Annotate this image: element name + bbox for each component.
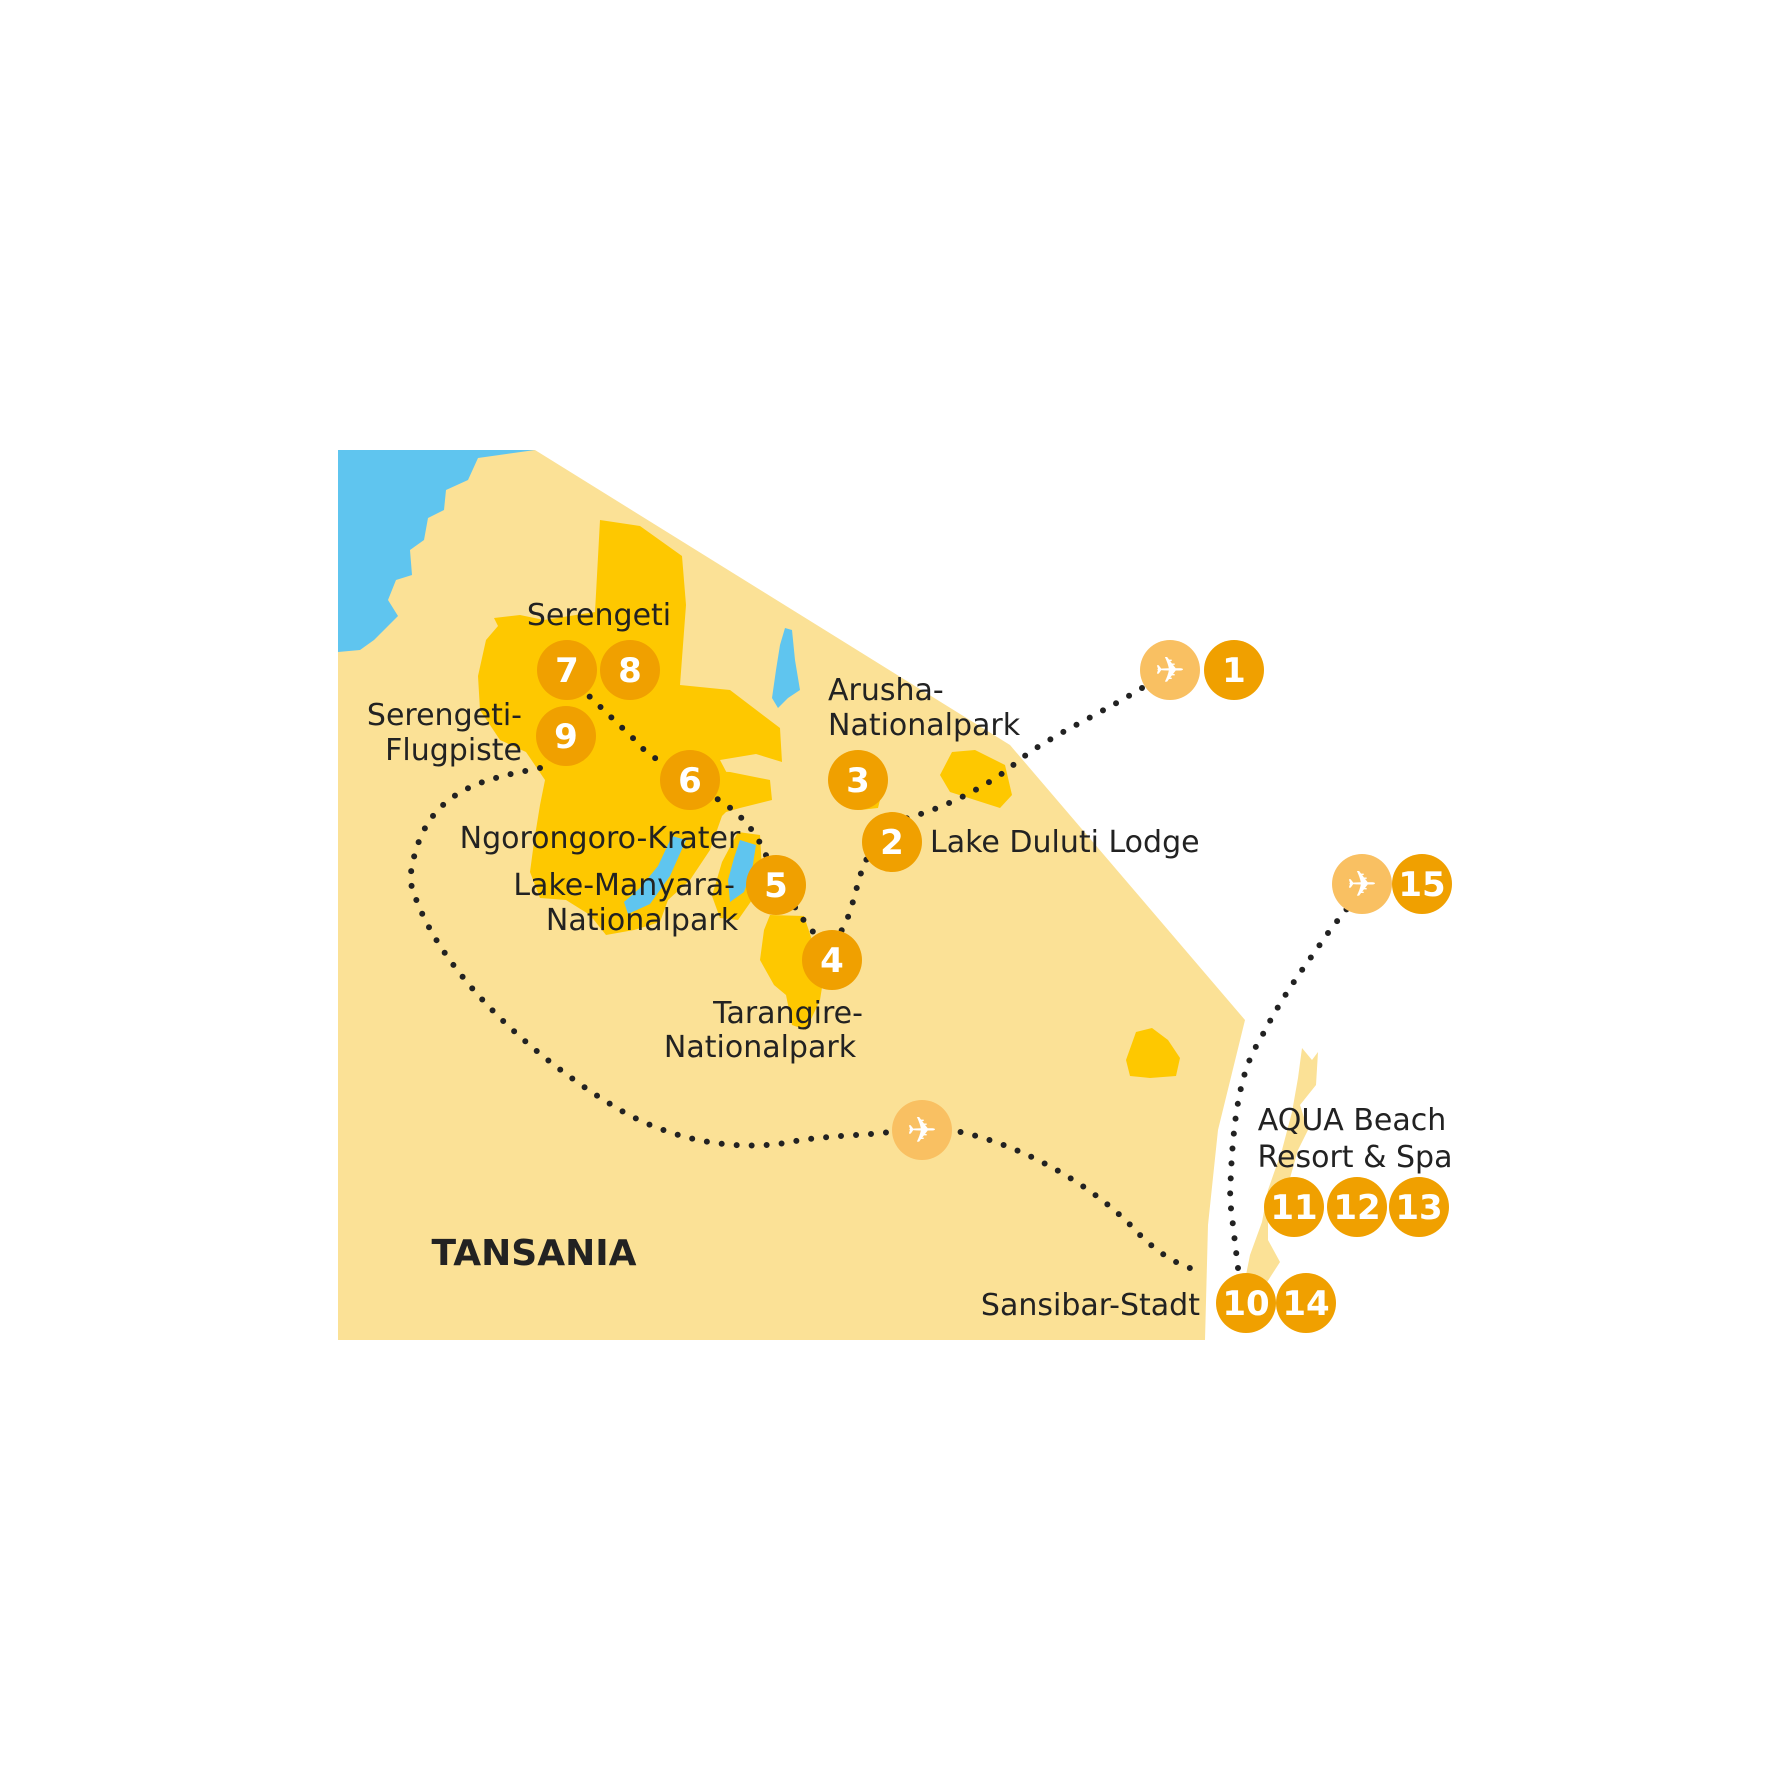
label-arusha-line2: Nationalpark xyxy=(828,708,1021,743)
label-tarangire-line1: Tarangire- xyxy=(712,996,863,1031)
stop-marker-3: 3 xyxy=(828,750,888,810)
stop-marker-6: 6 xyxy=(660,750,720,810)
airplane-icon: ✈ xyxy=(1155,651,1185,692)
stop-marker-13: 13 xyxy=(1389,1177,1449,1237)
svg-text:14: 14 xyxy=(1282,1284,1329,1324)
svg-text:1: 1 xyxy=(1222,651,1246,691)
svg-text:3: 3 xyxy=(846,761,870,801)
label-aqua-line2: Resort & Spa xyxy=(1258,1140,1453,1175)
label-ngorongoro: Ngorongoro-Krater xyxy=(460,821,741,856)
lake-manyara xyxy=(728,840,756,902)
stop-marker-12: 12 xyxy=(1327,1177,1387,1237)
svg-text:4: 4 xyxy=(820,941,844,981)
lake-victoria xyxy=(338,450,535,652)
stop-marker-14: 14 xyxy=(1276,1273,1336,1333)
label-manyara-line2: Nationalpark xyxy=(546,903,739,938)
mkomazi-park xyxy=(1126,1028,1180,1078)
route-departure xyxy=(1226,902,1353,1271)
stop-marker-10: 10 xyxy=(1216,1273,1276,1333)
svg-text:7: 7 xyxy=(555,651,579,691)
stop-marker-9: 9 xyxy=(536,706,596,766)
svg-text:12: 12 xyxy=(1333,1188,1380,1228)
svg-text:11: 11 xyxy=(1270,1188,1317,1228)
label-serengeti-flugpiste-line1: Serengeti- xyxy=(367,698,522,733)
label-aqua-line1: AQUA Beach xyxy=(1258,1103,1447,1138)
label-serengeti: Serengeti xyxy=(527,598,671,633)
airplane-icon: ✈ xyxy=(1347,865,1377,906)
stop-marker-2: 2 xyxy=(862,812,922,872)
plane-marker-flight: ✈ xyxy=(892,1100,952,1160)
label-lake-duluti: Lake Duluti Lodge xyxy=(930,825,1200,860)
svg-text:2: 2 xyxy=(880,823,904,863)
lake-natron xyxy=(772,628,800,708)
kilimanjaro-park xyxy=(940,750,1012,808)
label-country: TANSANIA xyxy=(432,1233,637,1274)
svg-text:13: 13 xyxy=(1395,1188,1442,1228)
stop-marker-11: 11 xyxy=(1264,1177,1324,1237)
label-manyara-line1: Lake-Manyara- xyxy=(513,868,735,903)
plane-marker-arrival: ✈ xyxy=(1140,640,1200,700)
label-sansibar-stadt: Sansibar-Stadt xyxy=(981,1288,1200,1323)
plane-marker-departure: ✈ xyxy=(1332,854,1392,914)
label-arusha-line1: Arusha- xyxy=(828,673,944,708)
ngorongoro-lake xyxy=(624,836,686,914)
stop-marker-5: 5 xyxy=(746,855,806,915)
label-tarangire-line2: Nationalpark xyxy=(664,1030,857,1065)
stop-marker-1: 1 xyxy=(1204,640,1264,700)
serengeti-park xyxy=(478,520,782,935)
route-flight-to-zanzibar xyxy=(406,765,1193,1271)
label-serengeti-flugpiste-line2: Flugpiste xyxy=(385,733,522,768)
svg-text:5: 5 xyxy=(764,866,788,906)
zanzibar-island xyxy=(1246,1048,1318,1310)
svg-text:10: 10 xyxy=(1222,1284,1269,1324)
svg-text:9: 9 xyxy=(554,717,578,757)
stop-marker-4: 4 xyxy=(802,930,862,990)
svg-text:8: 8 xyxy=(618,651,642,691)
svg-text:6: 6 xyxy=(678,761,702,801)
svg-text:15: 15 xyxy=(1398,865,1445,905)
stop-marker-15: 15 xyxy=(1392,854,1452,914)
stop-marker-7: 7 xyxy=(537,640,597,700)
stop-marker-8: 8 xyxy=(600,640,660,700)
airplane-icon: ✈ xyxy=(907,1111,937,1152)
